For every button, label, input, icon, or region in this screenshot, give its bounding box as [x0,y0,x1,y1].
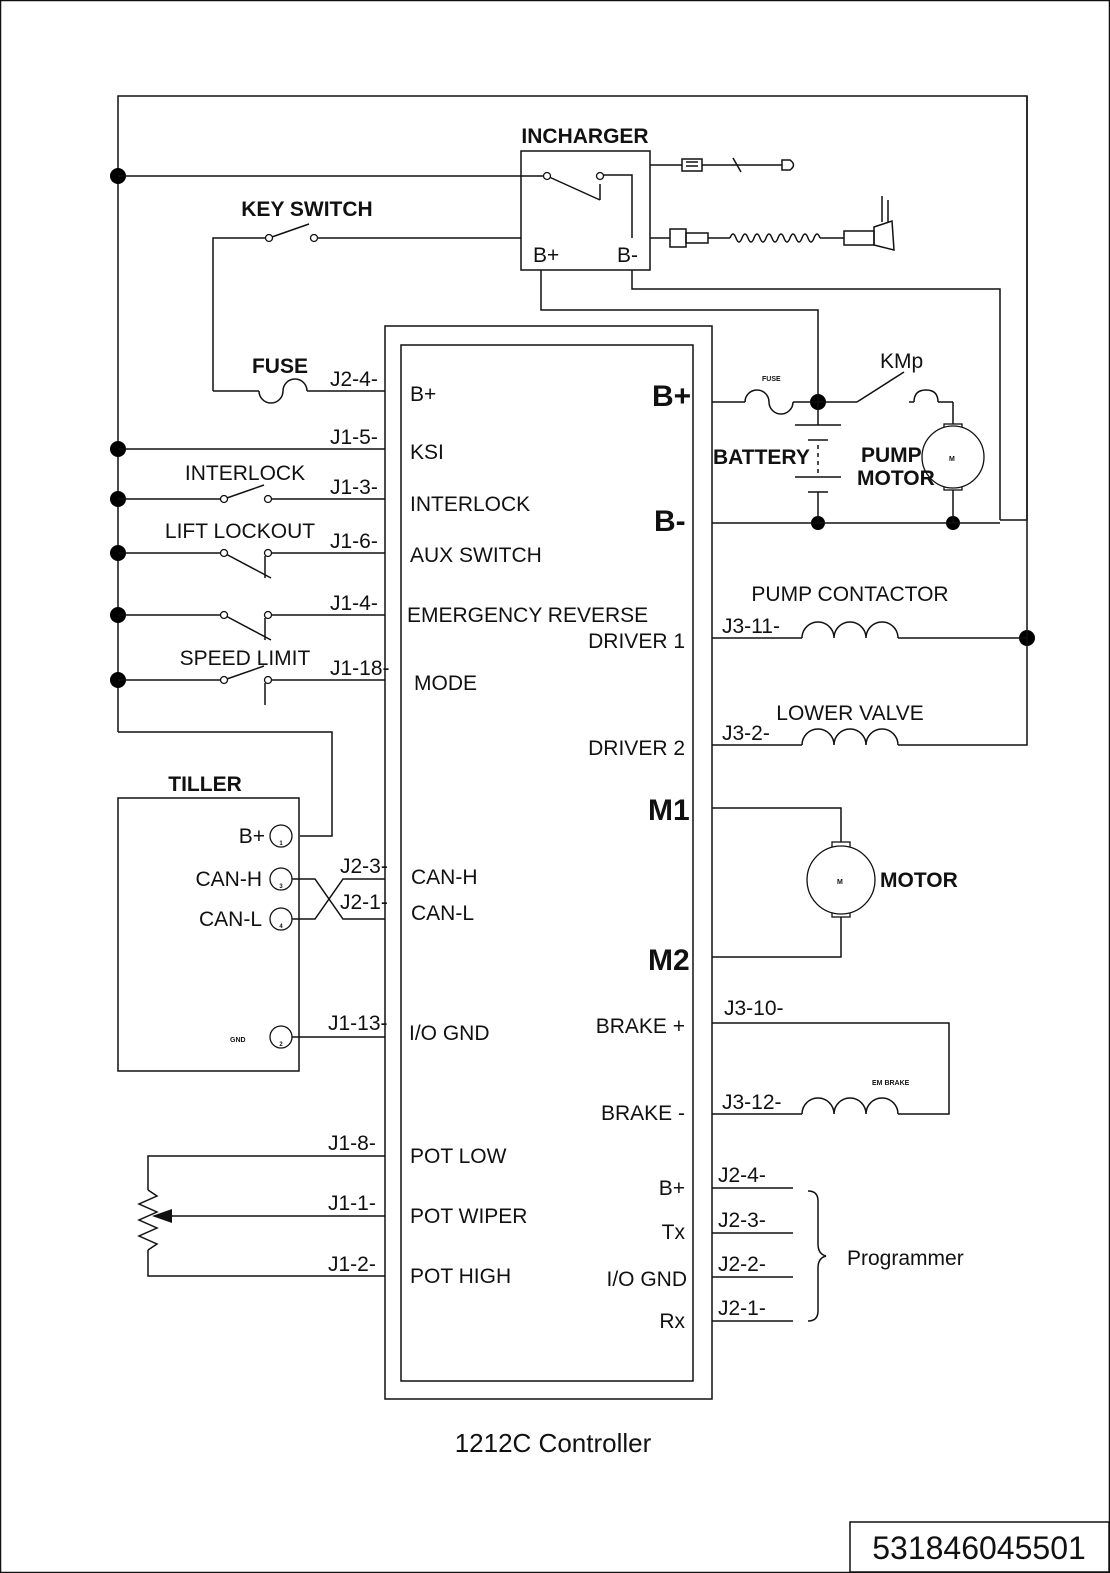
tiller-can-l: CAN-L [199,908,262,931]
em-brake-wires [712,1022,950,1115]
pin-driver1: DRIVER 1 [588,630,685,653]
pot-wiper-arrow-icon [152,1209,172,1223]
conn-prog-rx: J2-1- [718,1297,766,1320]
mains-cord-icon [669,196,895,251]
pin-brake-plus: BRAKE + [596,1015,685,1038]
conn-fuse: J2-4- [330,368,378,391]
lower-valve-label: LOWER VALVE [776,702,923,725]
pump-motor-label-2: MOTOR [857,467,935,490]
tiller-b-plus: B+ [239,825,265,848]
potentiometer [137,1155,385,1277]
conn-prog-b-plus: J2-4- [718,1164,766,1187]
conn-prog-tx: J2-3- [718,1209,766,1232]
conn-prog-io-gnd: J2-2- [718,1253,766,1276]
programmer-wires [712,1187,827,1322]
conn-speed-limit: J1-18- [330,657,390,680]
key-switch-contact-a [264,233,274,243]
incharger-label: INCHARGER [521,125,648,148]
pin-driver2: DRIVER 2 [588,737,685,760]
pump-contactor-label: PUMP CONTACTOR [751,583,948,606]
power-wiring [712,371,1000,524]
conn-interlock: J1-3- [330,476,378,499]
pump-motor-icon [921,423,985,491]
motor-label: MOTOR [880,869,958,892]
conn-brake-minus: J3-12- [722,1091,782,1114]
conn-can-l: J2-1- [340,891,388,914]
tiller-block [117,797,300,1072]
can-wires [292,878,385,1038]
em-brake-label: EM BRAKE [872,1080,910,1087]
pin-b-minus-power: B- [654,505,686,538]
pin-rx: Rx [659,1310,685,1333]
traction-motor-wires [712,807,842,958]
pin-emergency-reverse: EMERGENCY REVERSE [407,604,648,627]
pin-prog-io-gnd: I/O GND [606,1268,687,1291]
pin-pot-high: POT HIGH [410,1265,511,1288]
pump-motor-label-1: PUMP [861,444,922,467]
conn-ksi: J1-5- [330,426,378,449]
fuse-label: FUSE [252,355,308,378]
controller-title: 1212C Controller [455,1428,652,1458]
conn-can-h: J2-3- [340,855,388,878]
conn-pot-low: J1-8- [328,1132,376,1155]
charger-dc-plug-icon [681,157,795,173]
kmp-label: KMp [880,350,923,373]
key-switch-wiring [212,223,521,404]
pin-can-h: CAN-H [411,866,478,889]
pin-ksi: KSI [410,441,444,464]
pin-brake-minus: BRAKE - [601,1102,685,1125]
conn-brake-plus: J3-10- [724,997,784,1020]
pin-m2: M2 [648,944,690,977]
speed-limit-label: SPEED LIMIT [180,647,311,670]
pin-prog-b-plus: B+ [659,1177,685,1200]
battery-label: BATTERY [713,446,810,469]
programmer-label: Programmer [847,1247,964,1270]
tiller-pin-1: 1 [279,841,283,847]
pin-m1: M1 [648,794,690,827]
driver-coils [712,96,1028,746]
conn-emergency-reverse: J1-4- [330,592,378,615]
power-fuse-label: FUSE [762,376,781,383]
pin-interlock: INTERLOCK [410,493,530,516]
conn-pot-wiper: J1-1- [328,1192,376,1215]
conn-pot-high: J1-2- [328,1253,376,1276]
interlock-label: INTERLOCK [185,462,305,485]
key-switch-contact-b [309,233,319,243]
lift-lockout-label: LIFT LOCKOUT [165,520,315,543]
pin-pot-low: POT LOW [410,1145,507,1168]
input-wires [118,448,385,705]
tiller-label: TILLER [168,773,242,796]
tiller-can-h: CAN-H [196,868,263,891]
key-switch-label: KEY SWITCH [241,198,372,221]
incharger-block [118,150,1001,520]
controller-block [384,325,713,1400]
part-number: 531846045501 [872,1530,1086,1566]
switch-contacts [219,494,273,685]
pump-motor-symbol: M [949,456,955,463]
conn-driver2: J3-2- [722,722,770,745]
tiller-pin-4: 4 [279,924,283,930]
pin-tx: Tx [662,1221,686,1244]
pin-mode: MODE [414,672,477,695]
traction-motor-symbol: M [837,879,843,886]
pin-b-plus: B+ [410,383,436,406]
tiller-pin-3: 3 [279,884,283,890]
incharger-b-minus: B- [617,244,638,267]
traction-motor-icon [806,841,876,918]
tiller-pin-2: 2 [279,1042,283,1048]
tiller-gnd: GND [230,1037,246,1044]
conn-lift-lockout: J1-6- [330,530,378,553]
pin-pot-wiper: POT WIPER [410,1205,527,1228]
part-number-box [849,1521,1110,1573]
pin-io-gnd: I/O GND [409,1022,490,1045]
pin-aux-switch: AUX SWITCH [410,544,542,567]
conn-driver1: J3-11- [722,615,780,638]
pin-can-l: CAN-L [411,902,474,925]
conn-io-gnd: J1-13- [328,1012,388,1035]
pin-b-plus-power: B+ [652,380,691,413]
incharger-b-plus: B+ [533,244,559,267]
